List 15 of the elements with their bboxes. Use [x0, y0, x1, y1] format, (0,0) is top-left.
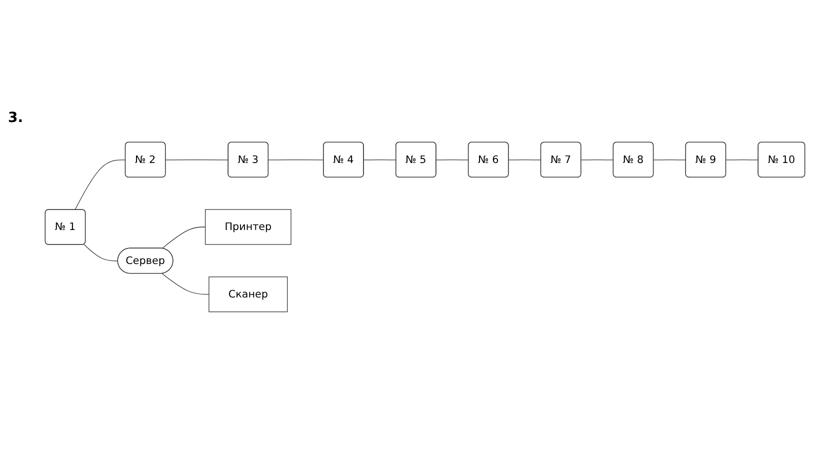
connector [162, 273, 210, 295]
connector [84, 244, 118, 262]
connector [363, 159, 396, 160]
node-box: Принтер [204, 209, 292, 245]
connector [165, 159, 229, 160]
connector [580, 159, 614, 160]
figure-number: 3. [8, 110, 24, 126]
connector [653, 159, 686, 160]
connector [436, 159, 469, 160]
connector [162, 226, 206, 249]
connector [268, 159, 324, 160]
connector [508, 159, 542, 160]
connector [74, 160, 126, 210]
node-box: Сканер [208, 276, 288, 312]
connector [726, 159, 759, 160]
